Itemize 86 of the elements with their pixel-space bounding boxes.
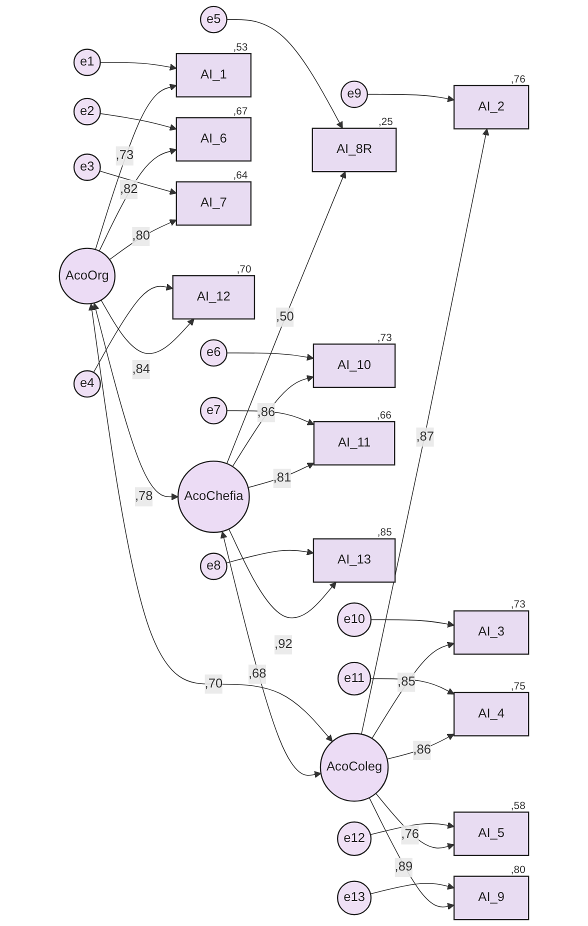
r-squared-label: ,70 — [236, 264, 252, 276]
edge-label: ,70 — [204, 676, 223, 691]
edge-label: ,84 — [132, 362, 150, 376]
r-squared-label: ,58 — [510, 800, 526, 812]
node-box: AI_12 — [172, 275, 256, 320]
node-circle: e8 — [200, 552, 228, 580]
r-squared-label: ,80 — [510, 865, 526, 876]
node-circle: AcoChefia — [177, 460, 250, 533]
node-box: AI_11 — [313, 421, 396, 466]
r-squared-label: ,73 — [377, 332, 392, 344]
arrow — [220, 531, 322, 778]
arrow — [360, 128, 490, 735]
r-squared-label: ,64 — [233, 170, 248, 182]
node-circle: e2 — [73, 98, 101, 126]
arrow — [370, 619, 454, 628]
edge-label: ,82 — [120, 182, 138, 196]
edge-label: ,76 — [401, 828, 420, 842]
node-circle: e11 — [337, 662, 372, 696]
arrow — [367, 94, 454, 102]
node-box: AI_6 — [176, 117, 252, 162]
node-box: AI_13 — [312, 538, 396, 583]
arrow — [226, 171, 346, 464]
node-box: AI_8R — [312, 128, 397, 172]
arrow — [226, 548, 314, 564]
r-squared-label: ,67 — [233, 106, 248, 118]
node-box: AI_4 — [453, 692, 530, 736]
arrow — [232, 375, 314, 467]
node-circle: e10 — [336, 602, 372, 638]
arrow — [100, 62, 177, 71]
arrow — [226, 19, 343, 129]
node-circle: e3 — [73, 153, 101, 181]
arrow — [228, 528, 336, 618]
node-box: AI_10 — [312, 344, 396, 388]
arrow — [100, 300, 194, 354]
edge-label: ,85 — [398, 675, 416, 689]
node-circle: e5 — [200, 6, 228, 34]
node-box: AI_3 — [453, 610, 530, 655]
node-circle: e7 — [200, 396, 228, 424]
arrow — [370, 882, 454, 894]
arrow — [375, 793, 454, 850]
r-squared-label: ,66 — [376, 410, 392, 422]
edge-label: ,86 — [257, 405, 276, 420]
arrow — [92, 302, 178, 500]
arrow — [88, 304, 333, 742]
node-circle: AcoColeg — [320, 732, 389, 802]
node-circle: e9 — [340, 80, 368, 108]
r-squared-label: ,25 — [378, 117, 393, 128]
arrow — [386, 734, 454, 760]
arrow — [368, 797, 454, 910]
node-box: AI_1 — [176, 52, 252, 98]
edge-label: ,73 — [116, 148, 134, 162]
arrow — [100, 113, 177, 131]
arrow — [93, 284, 174, 373]
node-circle: e13 — [336, 880, 372, 916]
arrow — [109, 219, 177, 260]
r-squared-label: ,73 — [510, 600, 526, 611]
node-circle: AcoOrg — [58, 248, 116, 304]
r-squared-label: ,75 — [510, 681, 526, 692]
edge-label: ,87 — [416, 430, 434, 444]
arrow — [99, 170, 177, 195]
edge-label: ,78 — [134, 490, 153, 504]
arrow — [98, 148, 177, 252]
node-box: AI_5 — [453, 812, 530, 856]
edge-label: ,86 — [413, 743, 431, 757]
arrow — [370, 822, 454, 836]
edge-label: ,50 — [276, 310, 294, 324]
arrow — [226, 352, 314, 361]
r-squared-label: ,85 — [377, 528, 392, 539]
edge-label: ,92 — [274, 638, 292, 652]
arrow — [372, 642, 454, 739]
node-box: AI_2 — [453, 84, 530, 130]
node-circle: e4 — [73, 370, 101, 398]
edge-label: ,89 — [394, 860, 413, 874]
edge-label: ,80 — [132, 229, 150, 243]
arrow — [95, 84, 177, 250]
node-box: AI_9 — [453, 876, 530, 920]
node-circle: e12 — [336, 821, 372, 856]
node-box: AI_7 — [176, 181, 252, 226]
node-circle: e1 — [73, 48, 101, 76]
r-squared-label: ,53 — [233, 42, 248, 54]
r-squared-label: ,76 — [510, 74, 526, 86]
arrow — [248, 462, 314, 488]
node-circle: e6 — [200, 339, 228, 367]
edge-label: ,81 — [273, 471, 292, 485]
arrow — [226, 410, 314, 426]
edge-label: ,68 — [248, 667, 266, 681]
